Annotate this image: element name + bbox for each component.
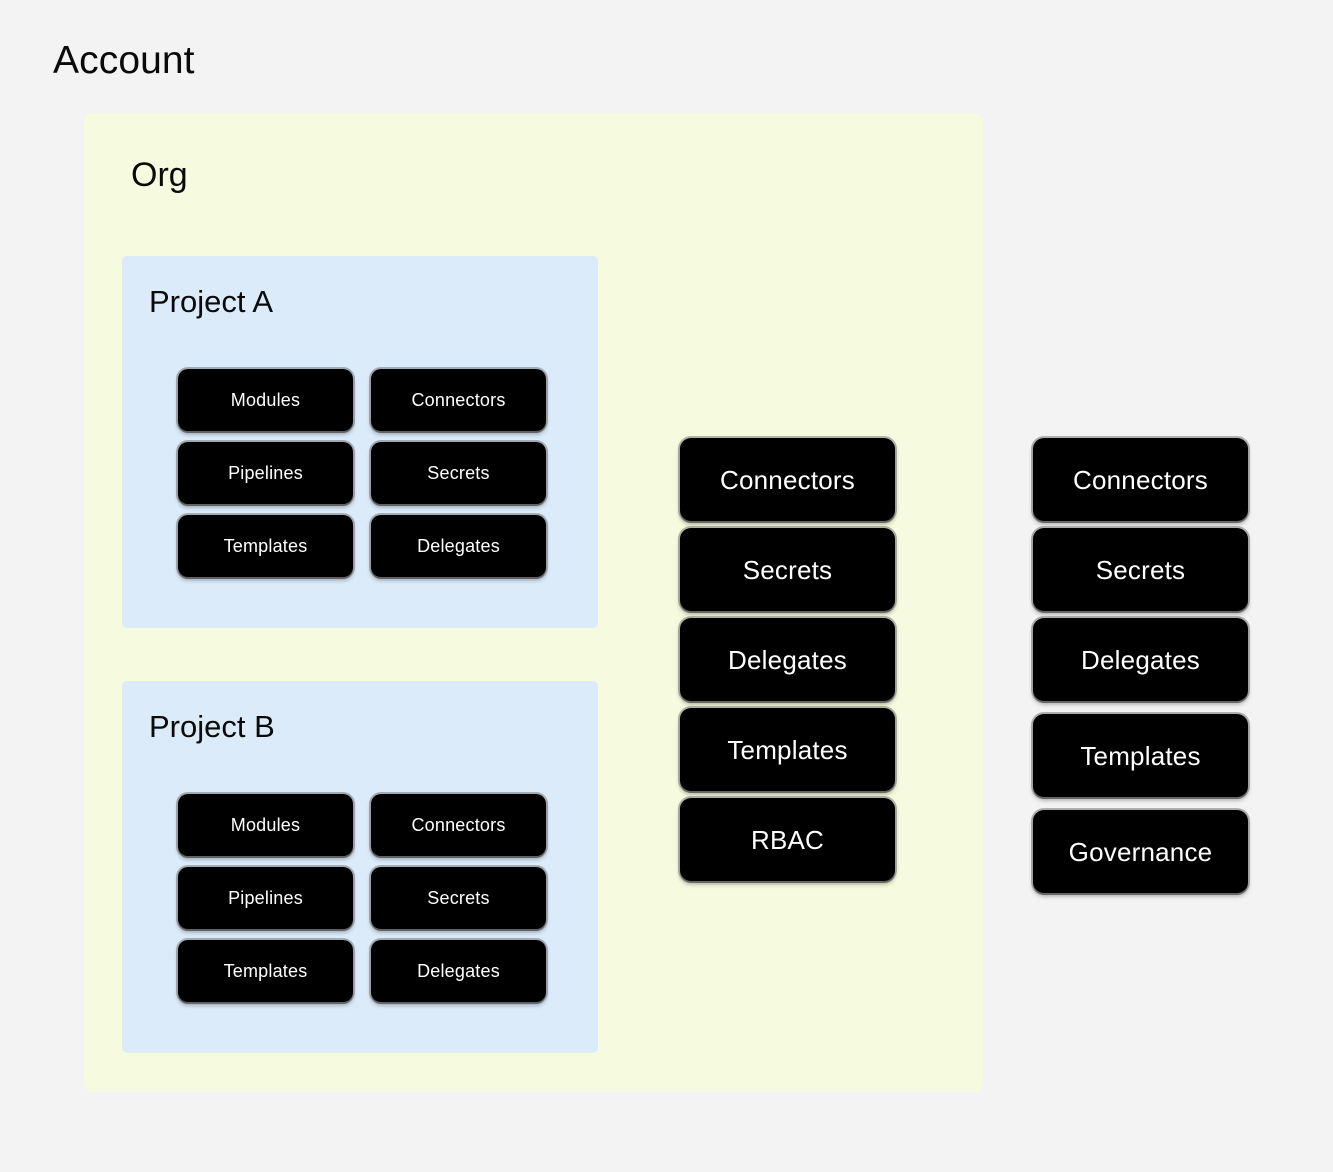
project-a-resource-grid: Modules Connectors Pipelines Secrets Tem… (178, 369, 546, 577)
chip-org-delegates[interactable]: Delegates (680, 618, 895, 701)
chip-org-secrets[interactable]: Secrets (680, 528, 895, 611)
org-scope-resource-column: Connectors Secrets Delegates Templates R… (680, 438, 895, 881)
chip-project-a-secrets[interactable]: Secrets (371, 442, 546, 504)
chip-project-a-connectors[interactable]: Connectors (371, 369, 546, 431)
account-scope-resource-column: Connectors Secrets Delegates Templates G… (1033, 438, 1248, 893)
chip-project-b-connectors[interactable]: Connectors (371, 794, 546, 856)
chip-account-delegates[interactable]: Delegates (1033, 618, 1248, 701)
chip-project-b-templates[interactable]: Templates (178, 940, 353, 1002)
chip-org-rbac[interactable]: RBAC (680, 798, 895, 881)
chip-account-secrets[interactable]: Secrets (1033, 528, 1248, 611)
chip-project-a-pipelines[interactable]: Pipelines (178, 442, 353, 504)
chip-project-b-pipelines[interactable]: Pipelines (178, 867, 353, 929)
chip-project-b-modules[interactable]: Modules (178, 794, 353, 856)
chip-org-templates[interactable]: Templates (680, 708, 895, 791)
chip-project-b-secrets[interactable]: Secrets (371, 867, 546, 929)
chip-org-connectors[interactable]: Connectors (680, 438, 895, 521)
chip-project-b-delegates[interactable]: Delegates (371, 940, 546, 1002)
project-b-resource-grid: Modules Connectors Pipelines Secrets Tem… (178, 794, 546, 1002)
chip-project-a-modules[interactable]: Modules (178, 369, 353, 431)
chip-project-a-delegates[interactable]: Delegates (371, 515, 546, 577)
project-a-title: Project A (149, 284, 274, 319)
project-b-container: Project B Modules Connectors Pipelines S… (122, 681, 598, 1053)
account-scope-title: Account (53, 39, 195, 82)
chip-account-templates[interactable]: Templates (1033, 714, 1248, 797)
chip-account-governance[interactable]: Governance (1033, 810, 1248, 893)
chip-project-a-templates[interactable]: Templates (178, 515, 353, 577)
chip-account-connectors[interactable]: Connectors (1033, 438, 1248, 521)
org-scope-title: Org (131, 156, 188, 194)
project-b-title: Project B (149, 709, 275, 744)
project-a-container: Project A Modules Connectors Pipelines S… (122, 256, 598, 628)
